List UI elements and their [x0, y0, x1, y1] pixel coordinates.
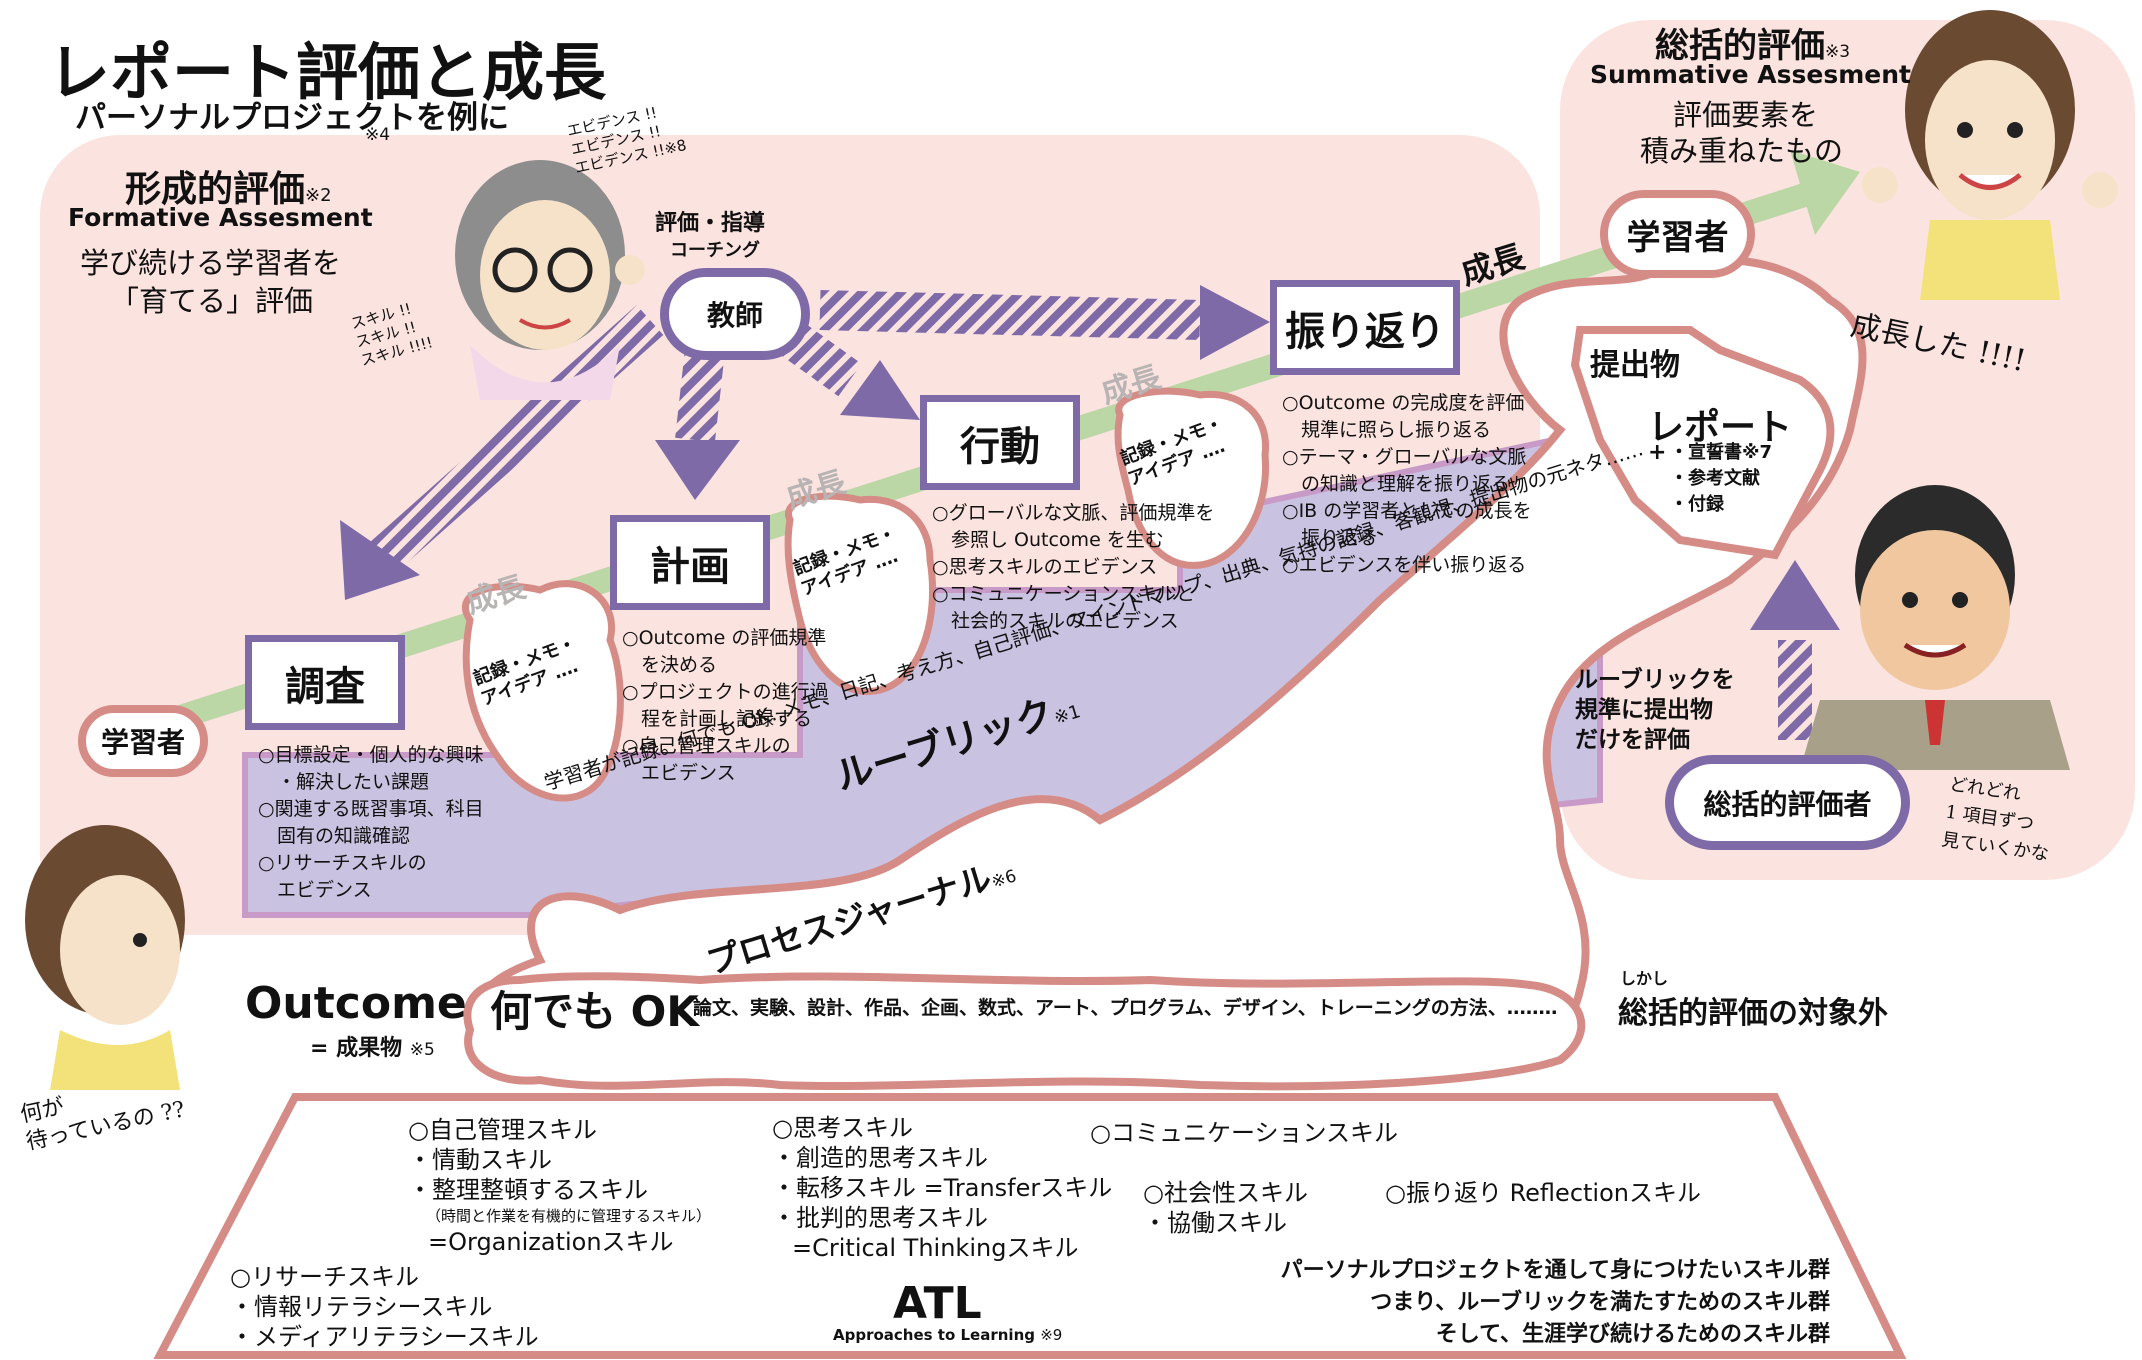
submission-label: 提出物 [1590, 348, 1680, 383]
grown-learner-figure [1862, 10, 2118, 300]
outcome-cloud [463, 972, 1586, 1091]
formative-line2: 「育てる」評価 [110, 284, 314, 318]
note-4: ※4 [365, 125, 391, 145]
formative-line1: 学び続ける学習者を [80, 246, 342, 280]
report-label: レポート [1648, 407, 1793, 448]
learner-node-end: 学習者 [1600, 190, 1755, 278]
atl-trapezoid [153, 1093, 1907, 1359]
outcome-excluded: 総括的評価の対象外 [1618, 996, 1888, 1031]
page-subtitle: パーソナルプロジェクトを例に [75, 100, 509, 136]
formative-english: Formative Assesment [68, 203, 373, 232]
teacher-role2: コーチング [670, 240, 760, 261]
summative-assessor-node: 総括的評価者 [1665, 755, 1910, 850]
atl-communication: ○コミュニケーションスキル [1090, 1119, 1398, 1147]
page-title: レポート評価と成長 [48, 36, 607, 109]
submission-blob [1570, 326, 1835, 560]
arrow-to-reflect [819, 290, 1201, 340]
outcome-ruby: しかし [1620, 969, 1669, 988]
atl-research: ○リサーチスキル・情報リテラシースキル・メディアリテラシースキル [230, 1263, 539, 1351]
reflect-items: ○Outcome の完成度を評価 規準に照らし振り返る○テーマ・グローバルな文脈… [1282, 392, 1532, 576]
stage-action: 行動 [920, 395, 1080, 490]
teacher-node: 教師 [660, 268, 810, 360]
atl-thinking: ○思考スキル・創造的思考スキル・転移スキル =Transferスキル・批判的思考… [772, 1114, 1113, 1262]
growth-arrow-head [1790, 150, 1860, 235]
summative-title: 総括的評価※3 [1655, 26, 1851, 66]
atl-title: ATL [893, 1278, 982, 1329]
action-items: ○グローバルな文脈、評価規準を 参照し Outcome を生む○思考スキルのエビ… [932, 502, 1215, 632]
teacher-figure [455, 160, 645, 400]
outcome-label: Outcome [245, 978, 467, 1029]
atl-summary: パーソナルプロジェクトを通して身につけたいスキル群つまり、ルーブリックを満たすた… [1280, 1258, 1830, 1347]
research-items: ○目標設定・個人的な興味 ・解決したい課題○関連する既習事項、科目 固有の知識確… [258, 744, 484, 901]
student-figure [25, 825, 185, 1090]
formative-title: 形成的評価※2 [125, 169, 332, 210]
memo-bubble-1 [462, 580, 624, 802]
stage-research: 調査 [245, 635, 405, 730]
memo-bubble-2 [784, 492, 937, 695]
stage-reflect: 振り返り [1270, 280, 1460, 375]
assessor-figure [1800, 485, 2070, 770]
atl-reflection: ○振り返り Reflectionスキル [1385, 1179, 1701, 1207]
atl-subtitle: Approaches to Learning ※9 [833, 1326, 1063, 1344]
outcome-sub: = 成果物 ※5 [310, 1036, 435, 1061]
outcome-anything: 何でも OK [490, 987, 699, 1036]
learner-node-start: 学習者 [78, 705, 208, 777]
plan-items: ○Outcome の評価規準 を決める○プロジェクトの進行過 程を計画し記録する… [622, 627, 829, 784]
memo-bubble-3 [1114, 387, 1270, 569]
atl-self-management: ○自己管理スキル・情動スキル・整理整頓するスキル （時間と作業を有機的に管理する… [408, 1116, 712, 1256]
teacher-role: 評価・指導 [655, 211, 766, 236]
summative-line1: 評価要素を [1673, 98, 1819, 132]
summative-english: Summative Assesment [1590, 60, 1911, 89]
stage-plan: 計画 [610, 515, 770, 610]
submission-items: ・宣誓書※7・参考文献・付録 [1670, 442, 1773, 515]
outcome-examples: 論文、実験、設計、作品、企画、数式、アート、プログラム、デザイン、トレーニングの… [693, 997, 1558, 1019]
atl-social: ○社会性スキル・協働スキル [1143, 1179, 1308, 1237]
summative-line2: 積み重ねたもの [1640, 134, 1844, 168]
report-plus: + [1648, 440, 1667, 465]
assessor-description: ルーブリックを規準に提出物だけを評価 [1575, 667, 1735, 753]
arrow-to-plan [675, 347, 725, 443]
